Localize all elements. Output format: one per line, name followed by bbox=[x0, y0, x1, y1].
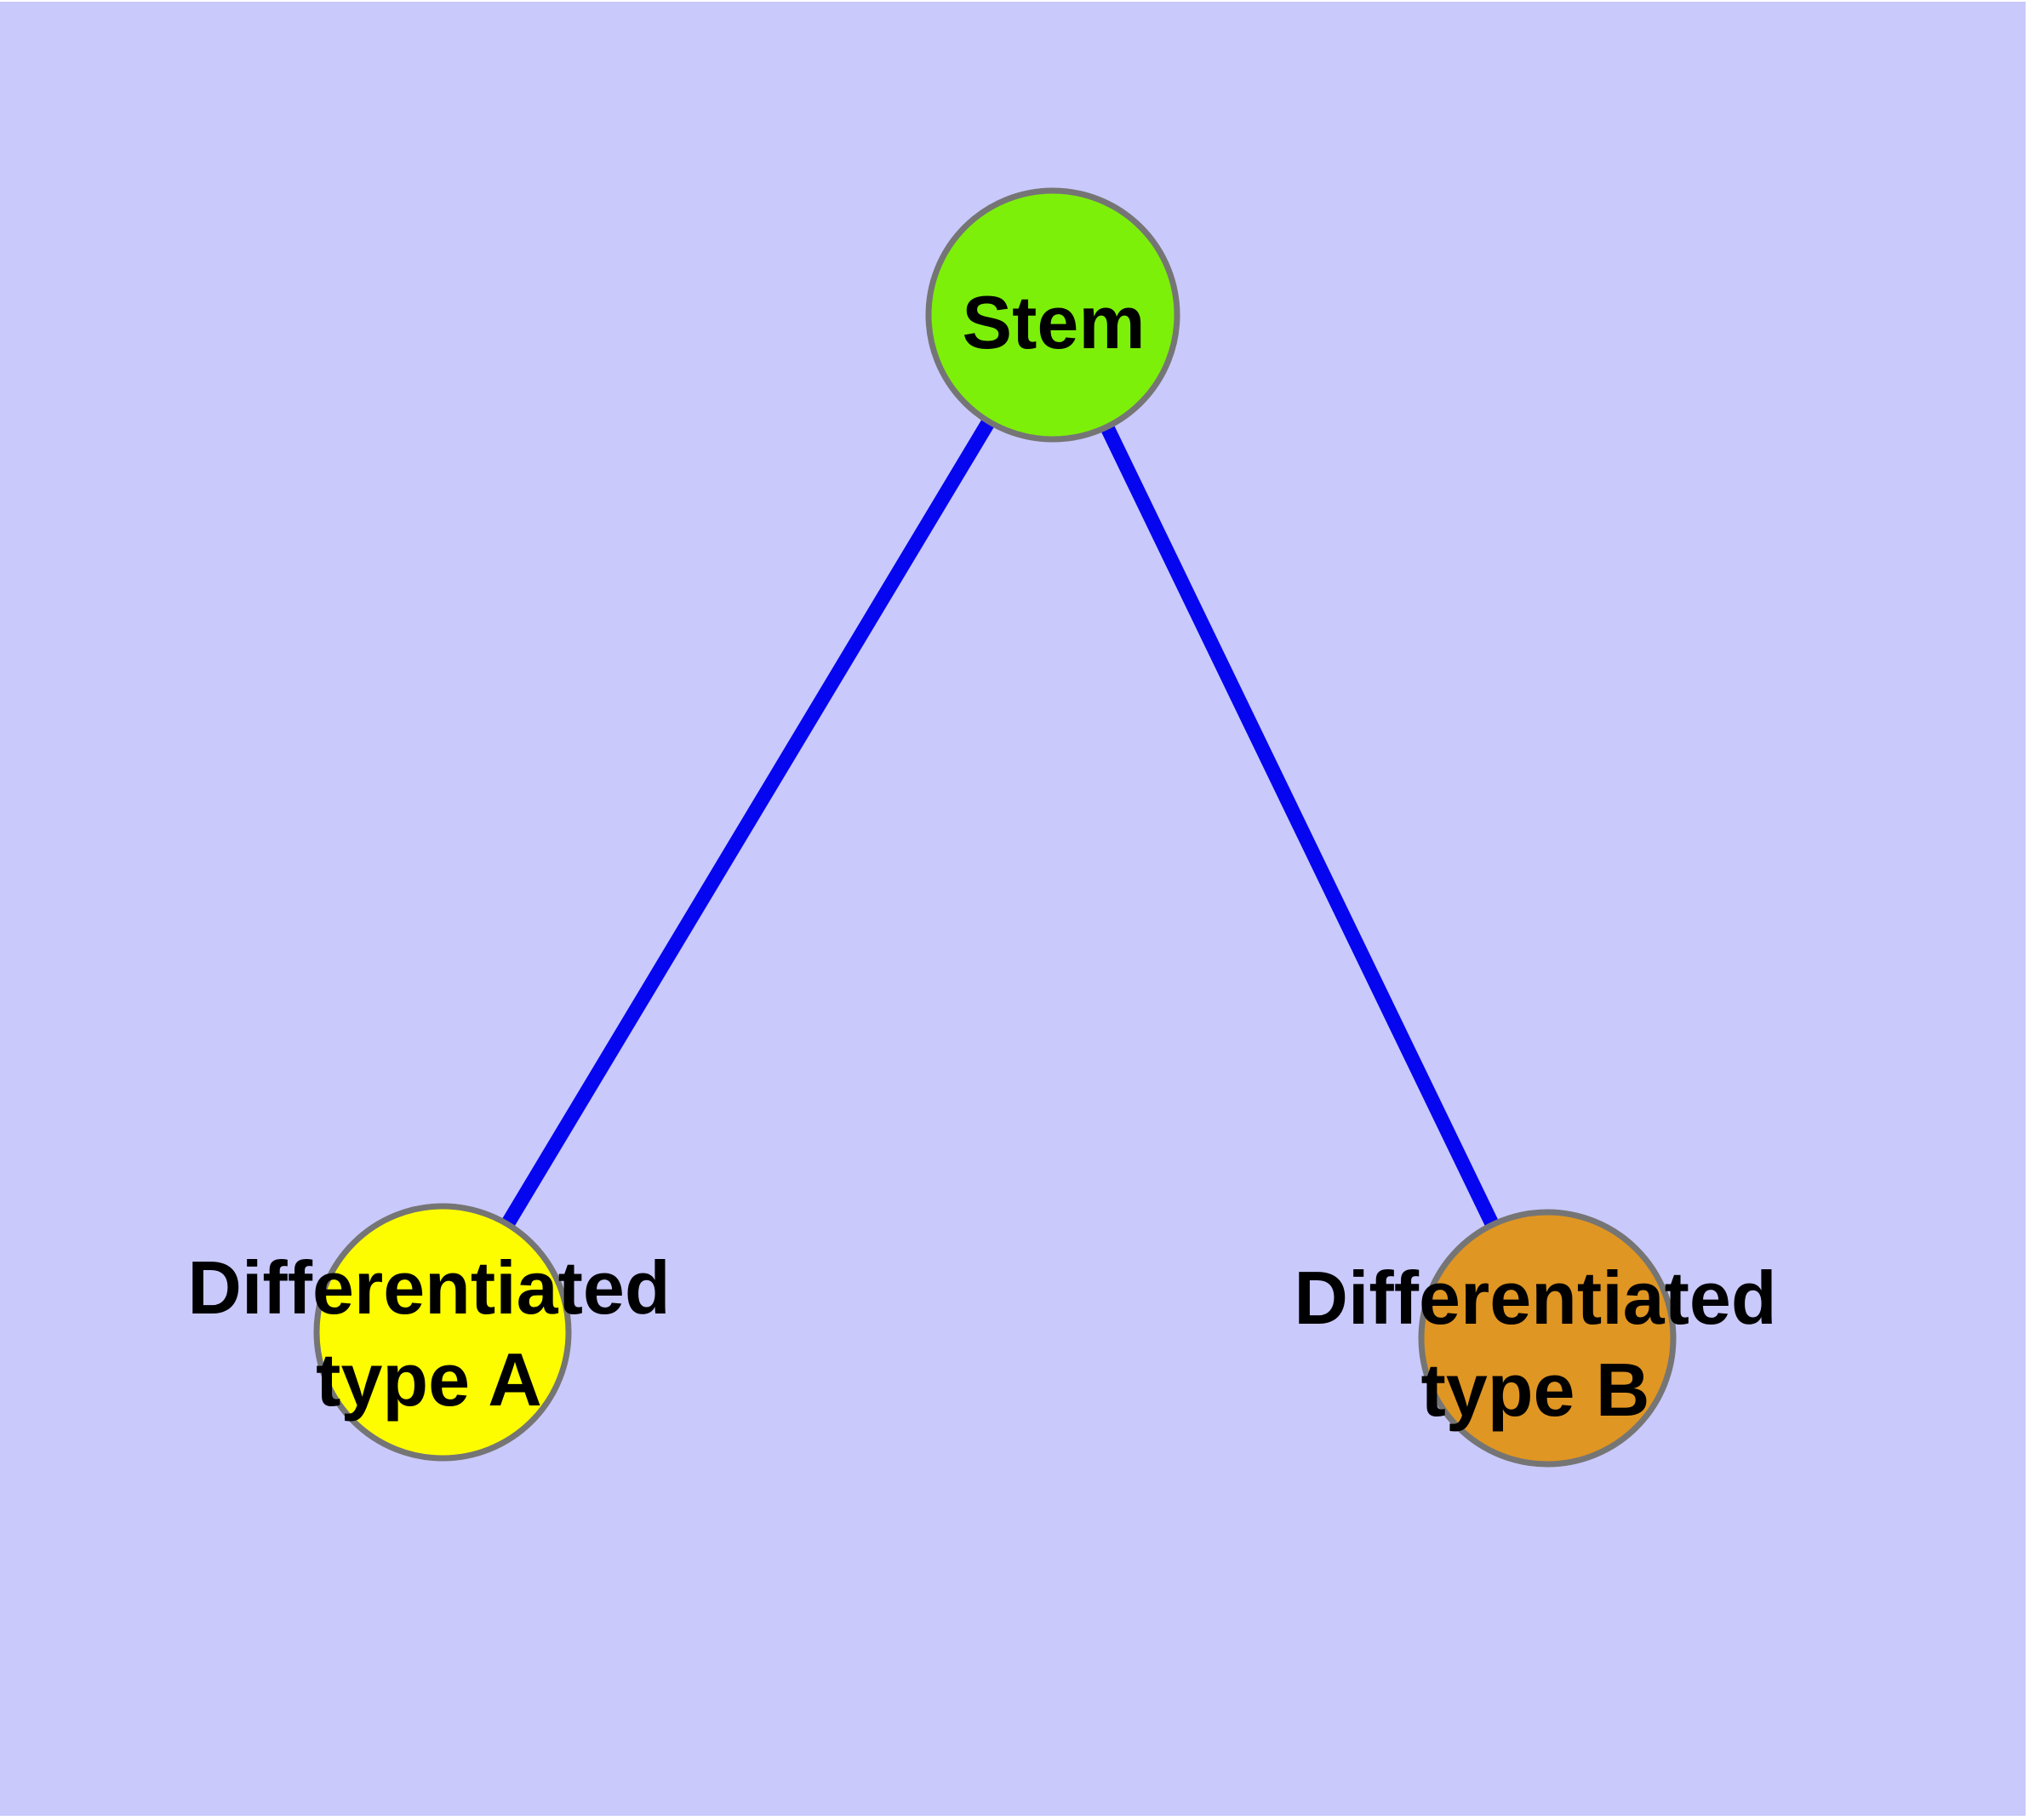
type-b-node-label-line1: Differentiated bbox=[1294, 1256, 1776, 1340]
edge-stem-to-type-a bbox=[436, 311, 1060, 1336]
type-b-node-label-line2: type B bbox=[1421, 1348, 1650, 1432]
type-b-node bbox=[1418, 1209, 1677, 1468]
stem-node bbox=[925, 187, 1180, 443]
type-a-node-label-line1: Differentiated bbox=[187, 1245, 670, 1330]
edge-stem-to-type-b bbox=[1046, 312, 1554, 1342]
type-a-node-label-line2: type A bbox=[316, 1337, 542, 1422]
stem-node-label: Stem bbox=[962, 280, 1145, 364]
type-a-node bbox=[313, 1203, 572, 1462]
